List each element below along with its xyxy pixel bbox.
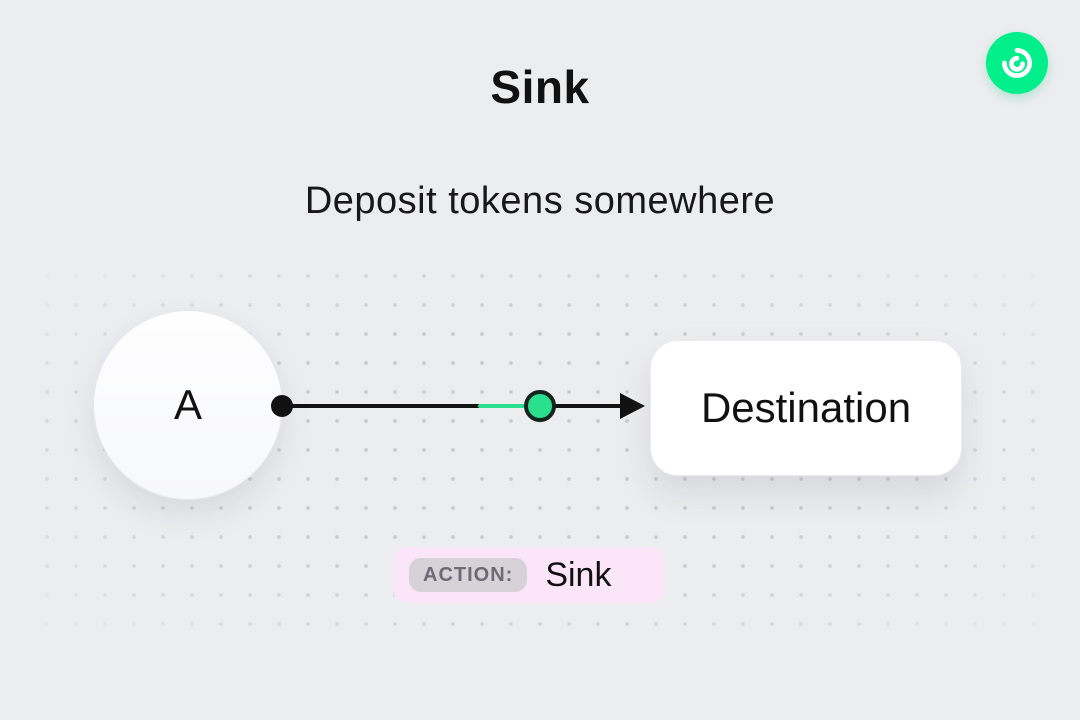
edge-line bbox=[282, 404, 630, 408]
arrowhead-icon bbox=[620, 393, 645, 419]
destination-node-label: Destination bbox=[700, 384, 912, 431]
edge-start-dot bbox=[271, 395, 293, 417]
flow-logo-icon bbox=[1001, 47, 1033, 79]
page-subtitle: Deposit tokens somewhere bbox=[304, 180, 776, 222]
token-dot bbox=[524, 390, 556, 422]
page-title: Sink bbox=[490, 61, 590, 113]
flow-logo bbox=[986, 32, 1048, 94]
source-node-label: A bbox=[173, 381, 202, 428]
action-badge: ACTION: bbox=[409, 558, 528, 592]
edge-green-segment bbox=[478, 404, 528, 408]
source-node: A bbox=[93, 310, 283, 500]
action-value: Sink bbox=[545, 555, 612, 594]
action-pill: ACTION: Sink bbox=[393, 547, 665, 603]
destination-node: Destination bbox=[650, 340, 962, 476]
